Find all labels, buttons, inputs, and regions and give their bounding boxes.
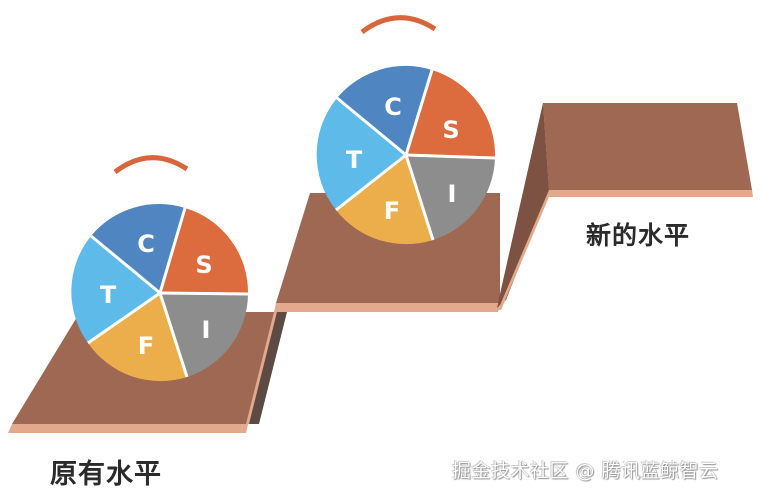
letter-s: S <box>195 251 212 279</box>
segment-i <box>160 293 248 377</box>
segment-s <box>406 70 496 158</box>
upper-riser-edge-strip <box>498 197 549 310</box>
middle-left-edge-strip <box>246 312 277 424</box>
letter-f: F <box>384 197 400 225</box>
lower-platform-edge <box>8 424 248 433</box>
middle-platform-edge <box>274 303 500 312</box>
segment-c <box>91 204 185 293</box>
upper-riser-face-main <box>497 104 549 308</box>
letter-i: I <box>448 180 457 208</box>
segment-t <box>71 236 160 343</box>
label-new-level: 新的水平 <box>586 221 691 250</box>
segment-s <box>160 208 249 294</box>
letter-t: T <box>346 146 363 174</box>
upper-platform-top <box>543 103 752 190</box>
letter-i: I <box>202 316 211 344</box>
letter-f: F <box>138 332 154 360</box>
arc-new-icon <box>360 15 437 35</box>
watermark: 掘金技术社区 @ 腾讯蓝鲸智云 <box>452 460 719 482</box>
upper-platform-edge <box>546 190 753 197</box>
segment-i <box>406 155 495 240</box>
segment-f <box>336 155 433 245</box>
segment-c <box>337 65 432 155</box>
letter-t: T <box>100 281 117 309</box>
label-original-level: 原有水平 <box>50 459 162 490</box>
upper-platform <box>497 103 753 310</box>
letter-c: C <box>137 230 155 258</box>
pie-new: C S I F T <box>316 65 496 245</box>
segment-f <box>88 293 187 382</box>
segment-t <box>316 98 406 210</box>
arc-old-icon <box>113 155 189 174</box>
letter-s: S <box>442 116 459 144</box>
pie-old: C S I F T <box>71 204 249 382</box>
lower-riser-shadow <box>248 312 287 424</box>
letter-c: C <box>384 93 402 121</box>
